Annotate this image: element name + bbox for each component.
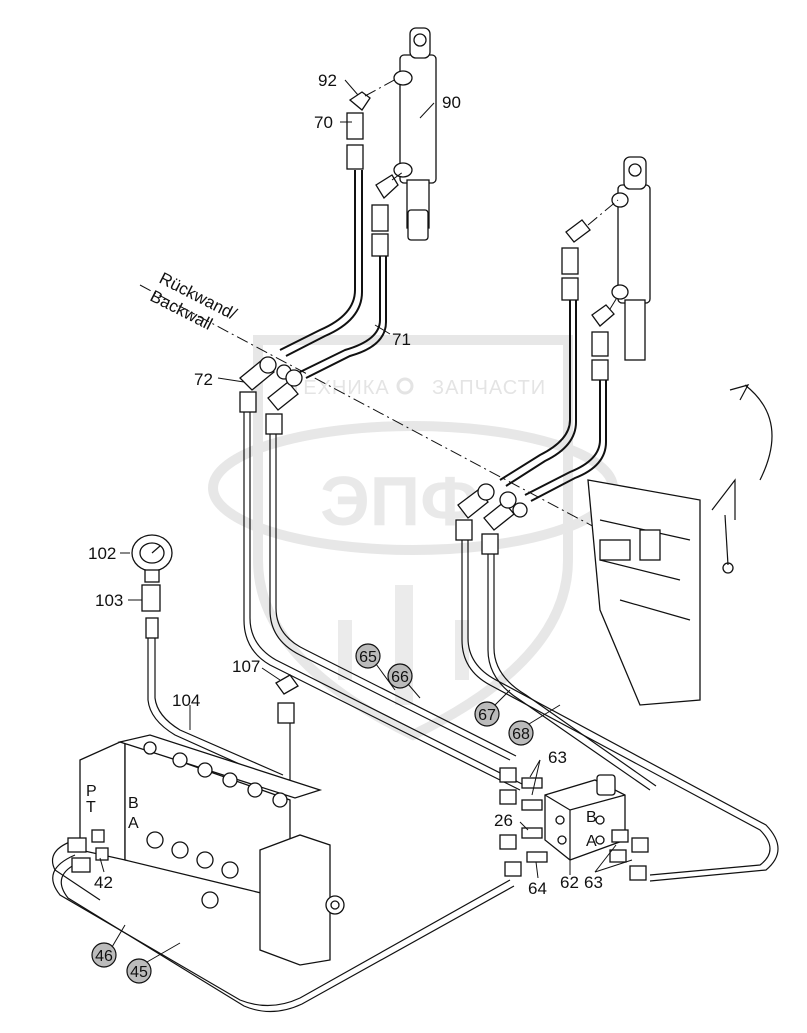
callout-63-bottom: 63 xyxy=(584,873,603,892)
gear-icon xyxy=(396,377,414,395)
svg-text:B: B xyxy=(586,809,597,826)
svg-text:P: P xyxy=(86,783,97,800)
callout-45: 45 xyxy=(126,958,152,984)
fittings-valve-left xyxy=(67,829,109,873)
callout-65: 65 xyxy=(355,643,381,669)
callout-102: 102 xyxy=(88,544,116,563)
svg-text:66: 66 xyxy=(391,669,409,686)
callout-71: 71 xyxy=(392,330,411,349)
fittings-block xyxy=(499,767,649,881)
callout-92: 92 xyxy=(318,71,337,90)
watermark-logo: ЭПФ xyxy=(320,462,480,540)
callout-103: 103 xyxy=(95,591,123,610)
callout-66: 66 xyxy=(387,663,413,689)
svg-text:65: 65 xyxy=(359,649,377,666)
callout-70: 70 xyxy=(314,113,333,132)
svg-text:A: A xyxy=(128,815,139,832)
callout-64: 64 xyxy=(528,879,547,898)
pressure-gauge xyxy=(131,534,299,781)
callout-63-top: 63 xyxy=(548,748,567,767)
cylinder-left xyxy=(393,27,437,241)
hoses-lower xyxy=(243,412,779,882)
fittings-right-cylinder xyxy=(561,199,619,381)
svg-text:T: T xyxy=(86,799,96,816)
svg-text:68: 68 xyxy=(512,726,530,743)
backwall-line xyxy=(139,284,601,531)
watermark-text-left: ТЕХНИКА xyxy=(290,377,390,399)
callout-67: 67 xyxy=(474,701,500,727)
callout-26: 26 xyxy=(494,811,513,830)
valve-port-labels: P T B A xyxy=(86,783,139,832)
svg-text:A: A xyxy=(586,833,597,850)
callout-90: 90 xyxy=(442,93,461,112)
svg-text:46: 46 xyxy=(95,948,113,965)
callout-46: 46 xyxy=(91,942,117,968)
fittings-backwall-left xyxy=(239,356,303,435)
fittings-left-cylinder xyxy=(346,77,404,257)
svg-text:45: 45 xyxy=(130,964,148,981)
control-valve: P T B A xyxy=(79,734,345,966)
callout-107: 107 xyxy=(232,657,260,676)
cylinder-right xyxy=(611,156,651,361)
callout-104: 104 xyxy=(172,691,200,710)
callout-72: 72 xyxy=(194,370,213,389)
callout-68: 68 xyxy=(508,720,534,746)
callout-42: 42 xyxy=(94,873,113,892)
fittings-backwall-right xyxy=(455,483,528,555)
svg-text:67: 67 xyxy=(478,707,496,724)
callout-62: 62 xyxy=(560,873,579,892)
watermark-text-right: ЗАПЧАСТИ xyxy=(432,377,546,399)
frame-right xyxy=(587,384,773,706)
svg-text:B: B xyxy=(128,795,139,812)
distribution-block: B A xyxy=(544,774,626,861)
hoses-upper xyxy=(279,170,607,502)
callout-labels: 92 90 70 71 72 102 103 107 104 65 66 67 … xyxy=(88,71,603,984)
leader-lines xyxy=(99,79,633,879)
